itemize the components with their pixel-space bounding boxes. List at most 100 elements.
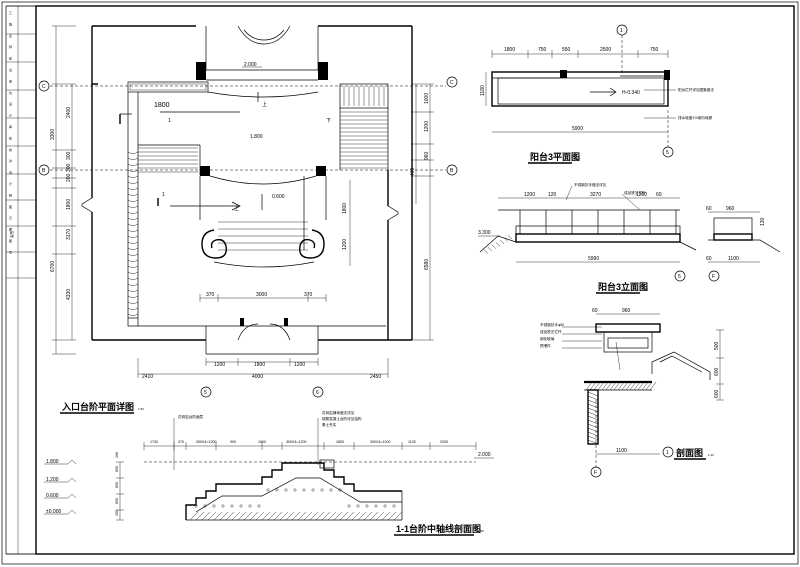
balcony-plan-scale: 1:50 xyxy=(574,157,580,161)
balcony-plan-axis: 5 xyxy=(666,150,669,156)
detail-title: 剖面图 xyxy=(676,447,703,458)
strip-char: 单 xyxy=(9,78,12,83)
balcony-plan-level: H-0.340 xyxy=(622,90,640,96)
plan-grid-b-right: B xyxy=(450,168,454,174)
plan-grid-b-left: B xyxy=(42,168,46,174)
strip-countersign-label: 会签 xyxy=(9,230,14,238)
plan-dim-right: 960 xyxy=(424,151,430,160)
plan-down-label: 下 xyxy=(326,118,331,124)
plan-title: 入口台阶平面详图 xyxy=(61,401,134,412)
plan-dim-left: 300 xyxy=(66,151,72,160)
plan-dim-left: 2400 xyxy=(66,107,72,118)
balcony-plan-note-2: 排水坡度1%坡向地漏 xyxy=(678,115,712,120)
section-scale: 1:50 xyxy=(478,529,484,533)
balcony-plan-total: 5900 xyxy=(572,126,583,132)
plan-dim-left: 200 xyxy=(66,173,72,182)
detail-note: 不锈钢扶手φ50 xyxy=(540,322,564,327)
plan-dim-1800-big: 1800 xyxy=(154,102,170,109)
section-top-dim: 2000 xyxy=(440,440,448,444)
plan-dim-bottom: 4000 xyxy=(252,374,263,380)
balcony-elev-axis: 5 xyxy=(678,274,681,280)
plan-level-2000: 2.000 xyxy=(244,62,257,68)
plan-dim-bottom: 2410 xyxy=(142,374,153,380)
balcony-elev-side-dim: 960 xyxy=(726,206,735,212)
strip-char: 设 xyxy=(9,101,12,106)
detail-dim-960: 960 xyxy=(622,308,631,314)
detail-right-dim: 600 xyxy=(714,367,720,376)
balcony-plan-note-1: 阳台栏杆详见图集做法 xyxy=(678,87,714,92)
entry-stair-plan: 2.000 1800 1 1 1.800 0.600 上 上 下 3300240… xyxy=(38,25,458,414)
plan-level-0600: 0.600 xyxy=(272,194,285,200)
section-left-dim: 450 xyxy=(115,510,119,516)
balcony-plan-top-dim: 750 xyxy=(538,47,547,53)
plan-dim-inner: 3000 xyxy=(256,292,267,298)
balcony-plan-top-dim: 750 xyxy=(650,47,659,53)
section-top-dim: 300X4=1200 xyxy=(196,440,217,444)
detail-scale: 1:20 xyxy=(708,453,714,457)
plan-dim-right: 1800 xyxy=(342,203,348,214)
section-top-dim: 1130 xyxy=(408,440,416,444)
plan-dim-left: 1800 xyxy=(66,199,72,210)
plan-dim-bottom: 1800 xyxy=(254,362,265,368)
strip-char: 建 xyxy=(9,56,12,61)
strip-char: 设 xyxy=(9,67,12,72)
strip-char: 设 xyxy=(9,170,12,175)
plan-dim-left: 3170 xyxy=(66,229,72,240)
plan-up-label-1: 上 xyxy=(262,101,267,108)
strip-char: 工 xyxy=(9,11,12,15)
plan-up-label-2: 上 xyxy=(234,205,239,212)
strip-char: 对 xyxy=(9,158,12,163)
strip-char: 日 xyxy=(9,216,12,220)
section-level: 1.800 xyxy=(46,459,59,465)
strip-char: 名 xyxy=(9,33,12,38)
balcony-elev-scale: 1:50 xyxy=(642,287,648,291)
strip-char: 制 xyxy=(9,192,12,197)
strip-char: 图 xyxy=(9,205,12,209)
sheet-border-inner xyxy=(35,5,795,555)
section-left-dim: 600 xyxy=(115,466,119,472)
balcony-elev-top-dim: 3270 xyxy=(590,192,601,198)
plan-dim-bottom: 2450 xyxy=(370,374,381,380)
plan-dim-inner: 370 xyxy=(304,292,313,298)
section-left-dim: 200 xyxy=(115,452,119,458)
detail-axis-f: F xyxy=(594,470,597,476)
plan-dim-left: 4330 xyxy=(66,289,72,300)
detail-note: 钢化玻璃 xyxy=(540,336,555,341)
section-top-dim: 370 xyxy=(178,440,184,444)
detail-ref-number: 1 xyxy=(666,450,669,456)
strip-char: 核 xyxy=(9,135,12,140)
balcony-plan-axis-top: 1 xyxy=(620,28,623,34)
balcony-elev-level: 3.300 xyxy=(478,230,491,236)
balcony-plan-top-dim: 1800 xyxy=(504,47,515,53)
plan-dim-left: 6700 xyxy=(50,261,56,272)
section-left-dim: 600 xyxy=(115,498,119,504)
plan-dim-right: 1000 xyxy=(424,93,430,104)
plan-dim-right: 6580 xyxy=(424,259,430,270)
balcony-elev-axis-f: F xyxy=(712,274,715,280)
section-title: 1-1台阶中轴线剖面图 xyxy=(396,523,481,534)
plan-cut-1-mid: 1 xyxy=(162,192,165,198)
section-top-dim: 1800 xyxy=(336,440,344,444)
section-note-3: 钢筋混凝土台阶详见结构 xyxy=(322,416,362,421)
detail-right-dim: 500 xyxy=(714,341,720,350)
plan-dim-left: 300 xyxy=(66,163,72,172)
balcony-elev-side-bottom: 60 xyxy=(706,256,712,262)
strip-char: 号 xyxy=(9,249,12,254)
balcony-plan-depth: 1180 xyxy=(480,85,486,96)
section-level-right: 2.000 xyxy=(478,452,491,458)
section-note-1: 花岗岩台阶面层 xyxy=(178,414,204,419)
balcony-elev-top-dim: 120 xyxy=(548,192,557,198)
detail-right-dim: 600 xyxy=(714,389,720,398)
strip-char: 位 xyxy=(9,90,12,95)
balcony-elev-side-dim: 60 xyxy=(706,206,712,212)
balcony-elev-note-1: 不锈钢扶手做法详见 xyxy=(574,182,607,187)
balcony-elev-top-dim: 1200 xyxy=(636,192,647,198)
balcony-elev-top-dim: 1200 xyxy=(524,192,535,198)
section-top-dim: 300X4=1200 xyxy=(370,440,391,444)
